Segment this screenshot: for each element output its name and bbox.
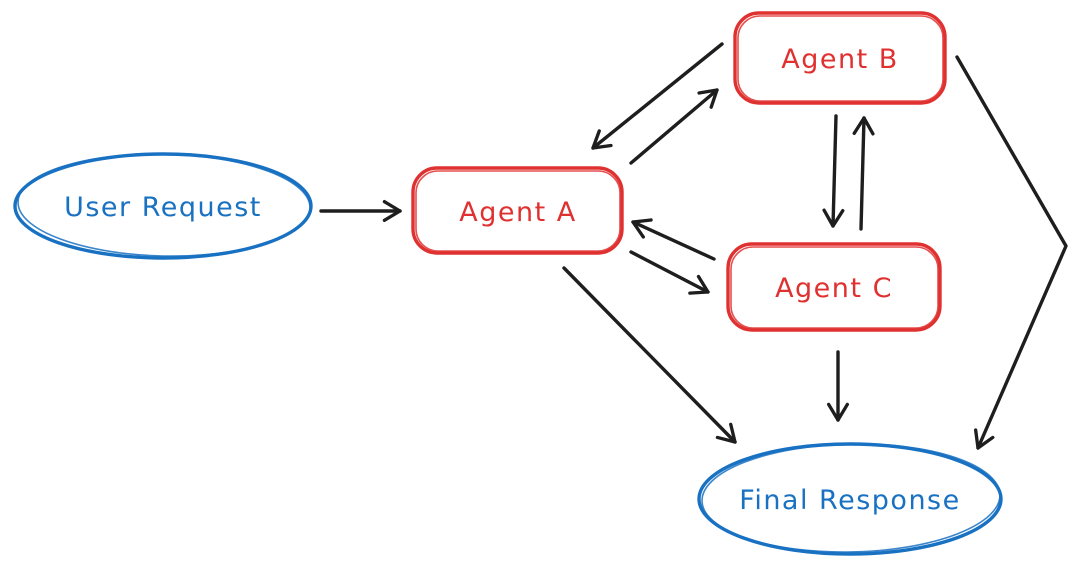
nodes-layer: User Request Agent A Agent B Agent C (13, 11, 1003, 556)
node-agent-a[interactable]: Agent A (411, 166, 624, 255)
edge-agent-b-to-agent-a[interactable] (591, 42, 724, 150)
edge-agent-a-to-final-response[interactable] (562, 266, 737, 444)
agent-b-label: Agent B (781, 44, 899, 75)
agent-c-box-sketch (730, 246, 939, 329)
agent-b-box-sketch (737, 15, 944, 102)
edges-layer (319, 42, 1068, 450)
edge-agent-c-to-agent-a[interactable] (631, 218, 716, 261)
agent-a-label: Agent A (459, 197, 576, 228)
edge-agent-a-to-agent-c[interactable] (629, 250, 710, 295)
node-agent-c[interactable]: Agent C (726, 242, 942, 332)
final-response-ellipse-sketch (701, 443, 1001, 553)
edge-agent-b-to-agent-c[interactable] (822, 114, 845, 228)
node-final-response[interactable]: Final Response (697, 441, 1003, 556)
edge-agent-a-to-agent-b[interactable] (629, 88, 719, 165)
agent-c-label: Agent C (775, 273, 893, 304)
node-user-request[interactable]: User Request (13, 151, 313, 260)
edge-agent-c-to-agent-b[interactable] (852, 116, 875, 231)
edge-agent-b-to-final-response[interactable] (955, 55, 1068, 450)
agent-a-box[interactable] (411, 166, 624, 255)
agent-c-box[interactable] (726, 242, 942, 332)
user-request-label: User Request (64, 192, 262, 223)
user-request-ellipse-sketch (17, 153, 311, 257)
node-agent-b[interactable]: Agent B (733, 11, 947, 105)
agent-a-box-sketch (415, 170, 621, 252)
final-response-label: Final Response (739, 485, 960, 516)
agent-b-box[interactable] (733, 11, 947, 105)
